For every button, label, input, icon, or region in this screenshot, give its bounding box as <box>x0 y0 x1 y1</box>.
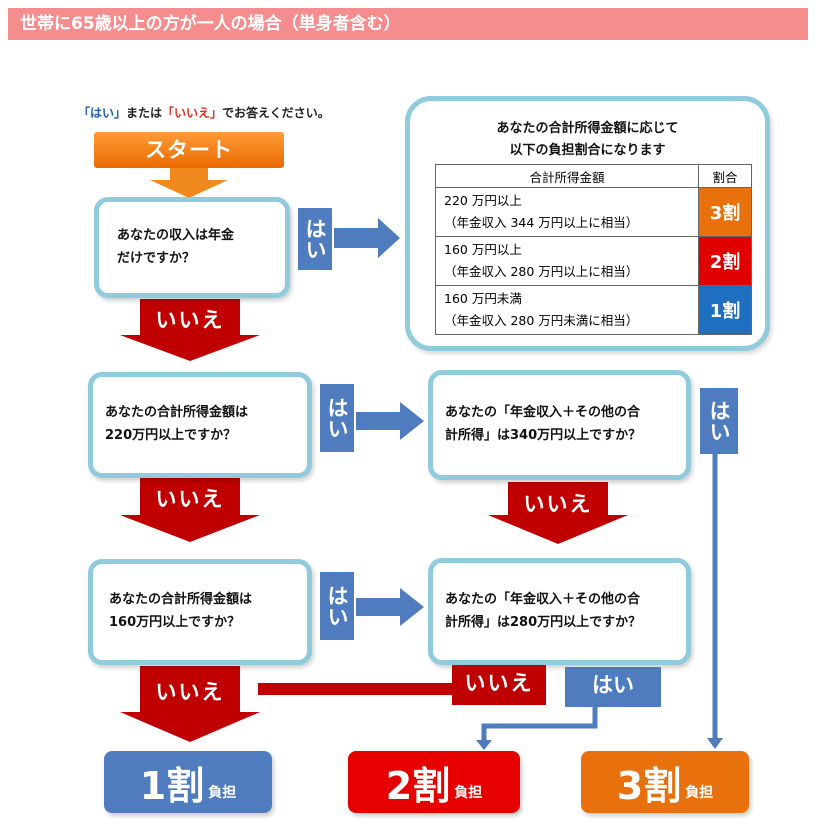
row-rate-2: 2割 <box>698 236 752 286</box>
question-text: あなたの「年金収入＋その他の合 計所得」は340万円以上ですか？ <box>445 405 642 443</box>
column-header-rate: 割合 <box>698 164 752 188</box>
instruction-tail: でお答えください。 <box>222 106 330 120</box>
result-3-wari: 3割 負担 <box>581 751 749 813</box>
question-text: あなたの合計所得金額は 160万円以上ですか？ <box>109 592 253 630</box>
table-row: 160 万円未満 （年金収入 280 万円未満に相当） 1割 <box>435 285 752 335</box>
q5-yes-connector <box>481 706 598 742</box>
result-suffix: 負担 <box>454 785 483 801</box>
question-pension-plus-340: あなたの「年金収入＋その他の合 計所得」は340万円以上ですか？ <box>428 370 691 480</box>
question-pension-plus-280: あなたの「年金収入＋その他の合 計所得」は280万円以上ですか？ <box>428 558 691 665</box>
instruction-yes-quote: 「はい」 <box>78 106 127 120</box>
result-suffix: 負担 <box>685 785 714 801</box>
question-text: あなたの収入は年金 だけですか？ <box>117 227 235 266</box>
row-amount: 220 万円以上 （年金収入 344 万円以上に相当） <box>435 187 699 237</box>
question-income-pension-only: あなたの収入は年金 だけですか？ <box>94 197 290 298</box>
row-amount: 160 万円未満 （年金収入 280 万円未満に相当） <box>435 285 699 335</box>
page-title: 世帯に65歳以上の方が一人の場合（単身者含む） <box>8 8 808 40</box>
yes-label-q2: はい <box>320 384 354 452</box>
panel-heading-line2: 以下の負担割合になります <box>509 143 666 158</box>
no-label-q5: いいえ <box>452 665 546 705</box>
result-rate: 2割 <box>385 764 451 808</box>
q3-no-arrow <box>120 666 260 742</box>
q1-no-arrow <box>120 299 260 361</box>
row-amount: 160 万円以上 （年金収入 280 万円以上に相当） <box>435 236 699 286</box>
table-row: 160 万円以上 （年金収入 280 万円以上に相当） 2割 <box>435 236 752 286</box>
row-rate-3: 3割 <box>698 187 752 237</box>
yes-label-q4: はい <box>700 388 738 454</box>
no-label-q2: いいえ <box>155 487 225 511</box>
q3-yes-arrow <box>356 588 424 626</box>
q4-no-arrow <box>488 482 628 544</box>
no-label-q4: いいえ <box>523 492 593 516</box>
instruction-mid: または <box>126 106 163 120</box>
result-suffix: 負担 <box>208 785 237 801</box>
result-rate: 3割 <box>616 764 682 808</box>
result-2-wari: 2割 負担 <box>348 751 520 813</box>
question-income-160: あなたの合計所得金額は 160万円以上ですか？ <box>88 559 312 665</box>
yes-label-q1: はい <box>298 208 332 270</box>
burden-rate-table: 合計所得金額 割合 220 万円以上 （年金収入 344 万円以上に相当） 3割… <box>435 164 752 335</box>
question-text: あなたの合計所得金額は 220万円以上ですか？ <box>105 405 249 443</box>
burden-rate-panel: あなたの合計所得金額に応じて 以下の負担割合になります 合計所得金額 割合 22… <box>405 96 770 351</box>
start-arrow <box>150 168 228 198</box>
question-text: あなたの「年金収入＋その他の合 計所得」は280万円以上ですか？ <box>445 591 642 630</box>
no-label-q1: いいえ <box>155 308 225 332</box>
result-rate: 1割 <box>139 764 205 808</box>
row-rate-1: 1割 <box>698 285 752 335</box>
no-label-q3: いいえ <box>155 680 225 704</box>
instruction-text: 「はい」または「いいえ」でお答えください。 <box>78 104 330 121</box>
result-1-wari: 1割 負担 <box>104 751 272 813</box>
instruction-no-quote: 「いいえ」 <box>162 106 223 120</box>
q2-yes-arrow <box>356 402 424 440</box>
yes-label-q3: はい <box>320 572 354 640</box>
q1-yes-arrow <box>334 218 400 258</box>
table-header-row: 合計所得金額 割合 <box>435 164 752 188</box>
column-header-amount: 合計所得金額 <box>435 164 699 188</box>
table-row: 220 万円以上 （年金収入 344 万円以上に相当） 3割 <box>435 187 752 237</box>
yes-label-q5: はい <box>565 667 661 707</box>
q2-no-arrow <box>120 478 260 542</box>
start-label: スタート <box>94 132 284 168</box>
question-income-220: あなたの合計所得金額は 220万円以上ですか？ <box>88 372 312 478</box>
panel-heading-line1: あなたの合計所得金額に応じて <box>496 121 679 136</box>
q5-no-connector <box>258 683 458 695</box>
